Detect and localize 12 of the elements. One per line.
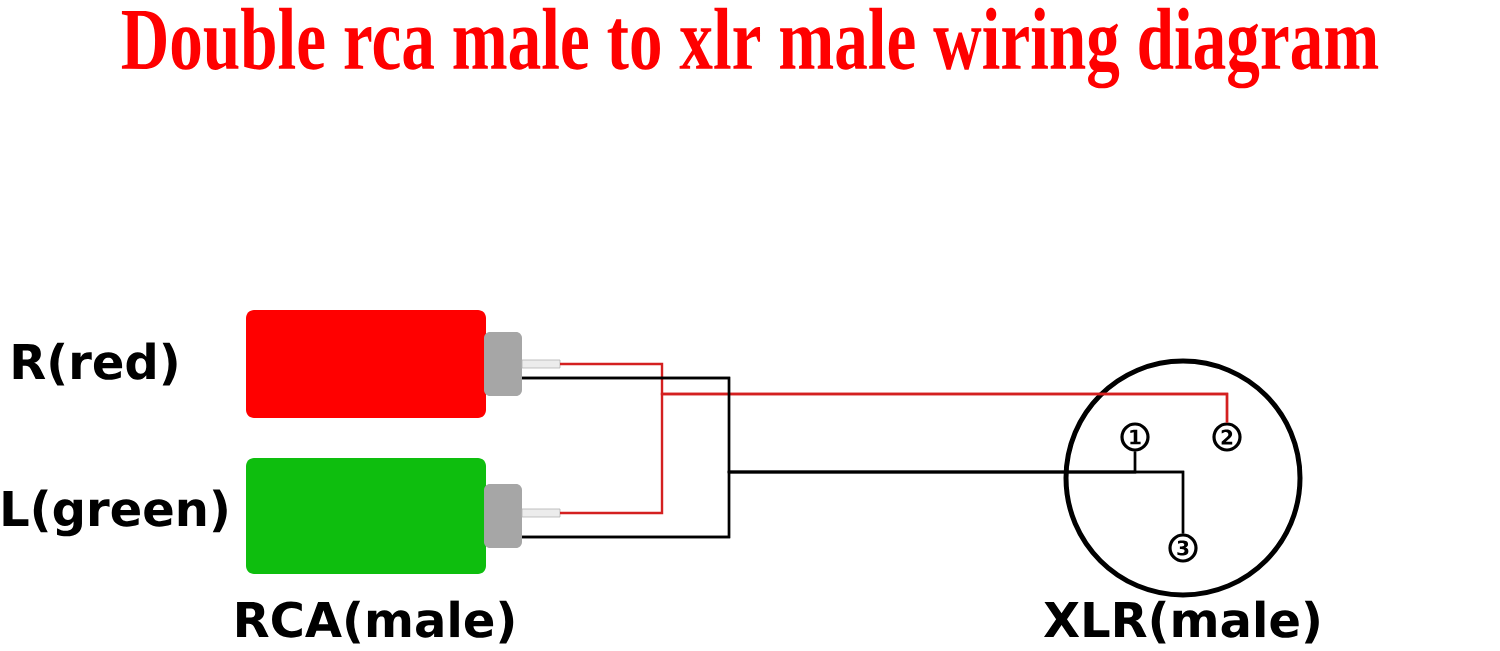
wire (522, 470, 1185, 539)
rca-plug (246, 310, 561, 418)
connector-label: R(red) (13, 342, 177, 386)
connector-label: L(green) (3, 489, 227, 537)
pin-number: 1 (1120, 422, 1150, 452)
title: Double rca male to xlr male wiring diagram (121, 7, 1379, 89)
xlr-connector-outline (1063, 358, 1303, 598)
connector-label: XLR(male) (1044, 600, 1319, 644)
pin-number: 3 (1168, 533, 1198, 563)
rca-plug (246, 458, 561, 574)
pin-number: 2 (1212, 422, 1242, 452)
wire (560, 392, 1229, 515)
